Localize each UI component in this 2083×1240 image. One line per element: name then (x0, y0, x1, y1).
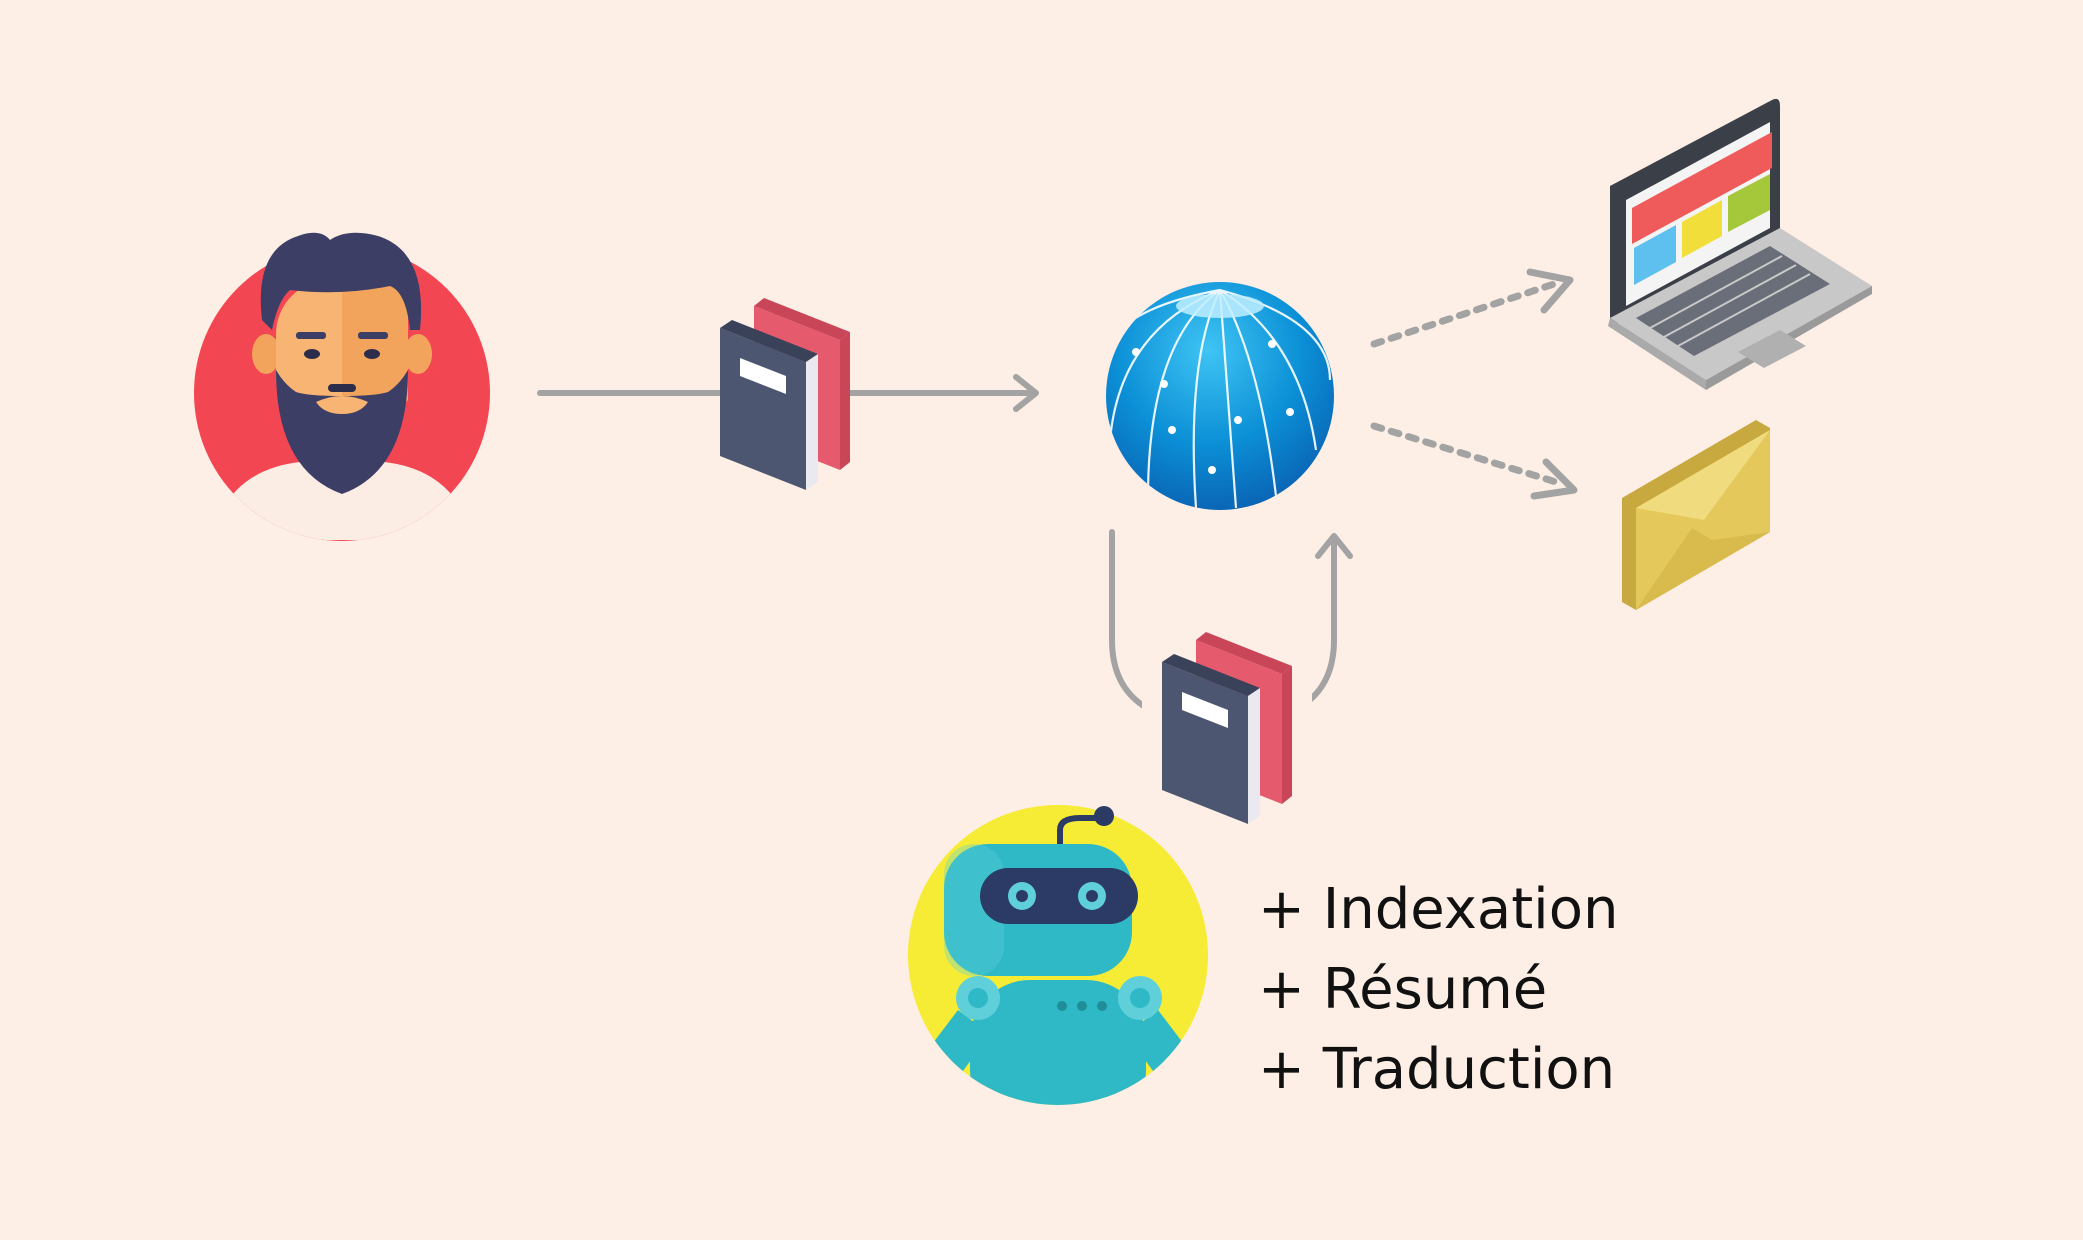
feature-indexation: + Indexation (1258, 877, 1619, 942)
robot-icon (908, 805, 1208, 1105)
user-avatar-icon (194, 232, 490, 541)
globe-network-icon (1106, 282, 1334, 510)
envelope-icon (1622, 420, 1770, 610)
feature-traduction: + Traduction (1258, 1037, 1616, 1102)
laptop-icon (1608, 98, 1872, 390)
feature-list: + Indexation + Résumé + Traduction (1258, 870, 1618, 1110)
arrow-to-envelope (1370, 422, 1578, 500)
books-icon (720, 298, 850, 490)
feature-resume: + Résumé (1258, 957, 1548, 1022)
books-icon (1142, 632, 1312, 824)
arrow-to-laptop (1370, 268, 1574, 348)
